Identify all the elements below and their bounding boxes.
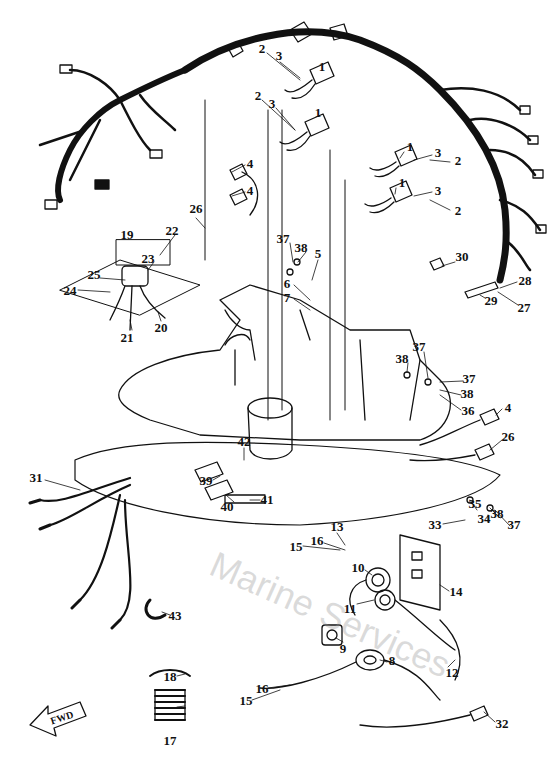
watermark: Marine Services bbox=[205, 546, 455, 684]
callout-number: 32 bbox=[496, 717, 509, 730]
callout-number: 27 bbox=[518, 301, 531, 314]
callout-number: 38 bbox=[396, 352, 409, 365]
callout-number: 22 bbox=[166, 224, 179, 237]
callout-number: 3 bbox=[276, 49, 283, 62]
callout-number: 38 bbox=[461, 387, 474, 400]
callout-number: 1 bbox=[399, 176, 406, 189]
callout-number: 38 bbox=[491, 507, 504, 520]
callout-number: 37 bbox=[508, 518, 521, 531]
callout-number: 42 bbox=[238, 435, 251, 448]
callout-number: 7 bbox=[284, 291, 291, 304]
callout-number: 24 bbox=[64, 284, 77, 297]
callout-number: 9 bbox=[340, 642, 347, 655]
callout-number: 33 bbox=[429, 518, 442, 531]
callout-number: 1 bbox=[407, 140, 414, 153]
callout-number: 20 bbox=[155, 321, 168, 334]
callout-number: 26 bbox=[190, 202, 203, 215]
callout-number: 39 bbox=[200, 474, 213, 487]
callout-number: 19 bbox=[121, 228, 134, 241]
callout-number: 14 bbox=[450, 585, 463, 598]
callout-number: 3 bbox=[435, 146, 442, 159]
callout-number: 4 bbox=[505, 401, 512, 414]
callout-number: 1 bbox=[315, 106, 322, 119]
callout-number: 35 bbox=[469, 497, 482, 510]
callout-number: 37 bbox=[463, 372, 476, 385]
callout-number: 23 bbox=[142, 252, 155, 265]
callout-number: 2 bbox=[255, 89, 262, 102]
callout-number: 29 bbox=[485, 294, 498, 307]
callout-number: 2 bbox=[259, 42, 266, 55]
callout-number: 6 bbox=[284, 277, 291, 290]
callout-number: 16 bbox=[256, 682, 269, 695]
callout-number: 26 bbox=[502, 430, 515, 443]
callout-number: 31 bbox=[30, 471, 43, 484]
callout-number: 3 bbox=[269, 97, 276, 110]
callout-number: 15 bbox=[290, 540, 303, 553]
callout-number: 13 bbox=[331, 520, 344, 533]
callout-number: 10 bbox=[352, 561, 365, 574]
callout-number: 16 bbox=[311, 534, 324, 547]
callout-number: 41 bbox=[261, 493, 274, 506]
callout-number: 17 bbox=[164, 734, 177, 747]
callout-number: 15 bbox=[240, 694, 253, 707]
callout-number: 34 bbox=[478, 512, 491, 525]
callout-number: 3 bbox=[435, 184, 442, 197]
callout-number: 2 bbox=[455, 154, 462, 167]
callout-number: 28 bbox=[519, 274, 532, 287]
callout-number: 5 bbox=[315, 247, 322, 260]
callout-number: 1 bbox=[319, 60, 326, 73]
callout-number: 4 bbox=[247, 184, 254, 197]
callout-number: 4 bbox=[247, 157, 254, 170]
callout-number: 37 bbox=[277, 232, 290, 245]
callout-number: 2 bbox=[455, 204, 462, 217]
callout-number: 37 bbox=[413, 340, 426, 353]
callout-number: 36 bbox=[462, 404, 475, 417]
callout-number: 30 bbox=[456, 250, 469, 263]
callout-number: 25 bbox=[88, 268, 101, 281]
callout-number: 18 bbox=[164, 670, 177, 683]
callout-number: 38 bbox=[295, 241, 308, 254]
callout-number: 43 bbox=[169, 609, 182, 622]
callout-number: 40 bbox=[221, 500, 234, 513]
callout-number: 21 bbox=[121, 331, 134, 344]
